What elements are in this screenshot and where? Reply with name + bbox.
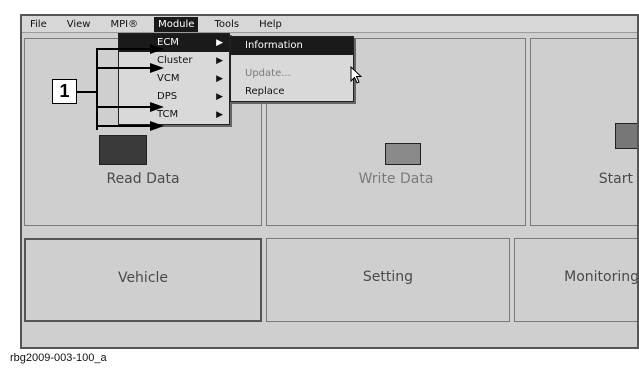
tab-vehicle[interactable]: Vehicle (24, 238, 262, 322)
chevron-right-icon: ▶ (216, 56, 223, 66)
callout-number: 1 (52, 79, 77, 104)
module-menu-tcm-label: TCM (157, 109, 179, 120)
module-menu-tcm[interactable]: TCM ▶ (119, 106, 229, 124)
panel-start[interactable]: Start (530, 38, 637, 226)
tab-label-setting: Setting (362, 269, 414, 285)
arrow-right-icon (150, 44, 164, 54)
panel-label-read-data: Read Data (106, 171, 180, 187)
callout-leader-cluster (96, 67, 152, 69)
app-window: File View MPI® Module Tools Help Read Da… (20, 14, 639, 349)
menu-bar: File View MPI® Module Tools Help (22, 16, 637, 33)
chevron-right-icon: ▶ (216, 92, 223, 102)
figure-caption: rbg2009-003-100_a (10, 352, 107, 364)
ecm-submenu: Information Update... Replace (230, 36, 354, 102)
tab-setting[interactable]: Setting (266, 238, 510, 322)
panel-label-write-data: Write Data (358, 171, 434, 187)
start-icon (615, 123, 637, 149)
chevron-right-icon: ▶ (216, 74, 223, 84)
arrow-right-icon (150, 102, 164, 112)
submenu-update[interactable]: Update... (245, 68, 291, 79)
menu-mpi[interactable]: MPI® (110, 18, 139, 30)
menu-view[interactable]: View (66, 18, 91, 30)
tab-label-vehicle: Vehicle (117, 270, 169, 286)
menu-help[interactable]: Help (259, 18, 282, 30)
submenu-replace[interactable]: Replace (245, 86, 285, 97)
arrow-right-icon (150, 121, 164, 131)
arrow-right-icon (150, 63, 164, 73)
panel-read-data[interactable]: Read Data (24, 38, 262, 226)
module-menu-cluster-label: Cluster (157, 55, 193, 66)
menu-file[interactable]: File (30, 18, 47, 30)
callout-leader-dps (96, 106, 152, 108)
module-menu-vcm-label: VCM (157, 73, 180, 84)
tab-label-monitoring: Monitoring (564, 269, 639, 285)
callout-leader-vertical (96, 48, 98, 130)
tab-monitoring[interactable]: Monitoring (514, 238, 639, 322)
submenu-separator (231, 55, 353, 65)
module-menu-ecm[interactable]: ECM ▶ (119, 34, 229, 52)
menu-tools[interactable]: Tools (214, 18, 240, 30)
chevron-right-icon: ▶ (216, 110, 223, 120)
section-divider (22, 226, 637, 236)
panel-label-start: Start (598, 171, 633, 187)
module-menu-dps-label: DPS (157, 91, 178, 102)
menu-module[interactable]: Module (154, 16, 199, 32)
module-menu-ecm-label: ECM (157, 37, 179, 48)
panel-write-data[interactable]: Write Data (266, 38, 526, 226)
chevron-right-icon: ▶ (216, 38, 223, 48)
module-menu-vcm[interactable]: VCM ▶ (119, 70, 229, 88)
callout-leader-ecm (96, 48, 152, 50)
write-data-icon (385, 143, 421, 165)
module-menu-cluster[interactable]: Cluster ▶ (119, 52, 229, 70)
callout-leader-main (76, 91, 98, 93)
callout-leader-tcm (96, 125, 152, 127)
read-data-icon (99, 135, 147, 165)
module-dropdown: ECM ▶ Cluster ▶ VCM ▶ DPS ▶ TCM ▶ (118, 33, 230, 125)
submenu-information[interactable]: Information (231, 37, 353, 55)
mouse-pointer-icon (350, 66, 363, 84)
module-menu-dps[interactable]: DPS ▶ (119, 88, 229, 106)
